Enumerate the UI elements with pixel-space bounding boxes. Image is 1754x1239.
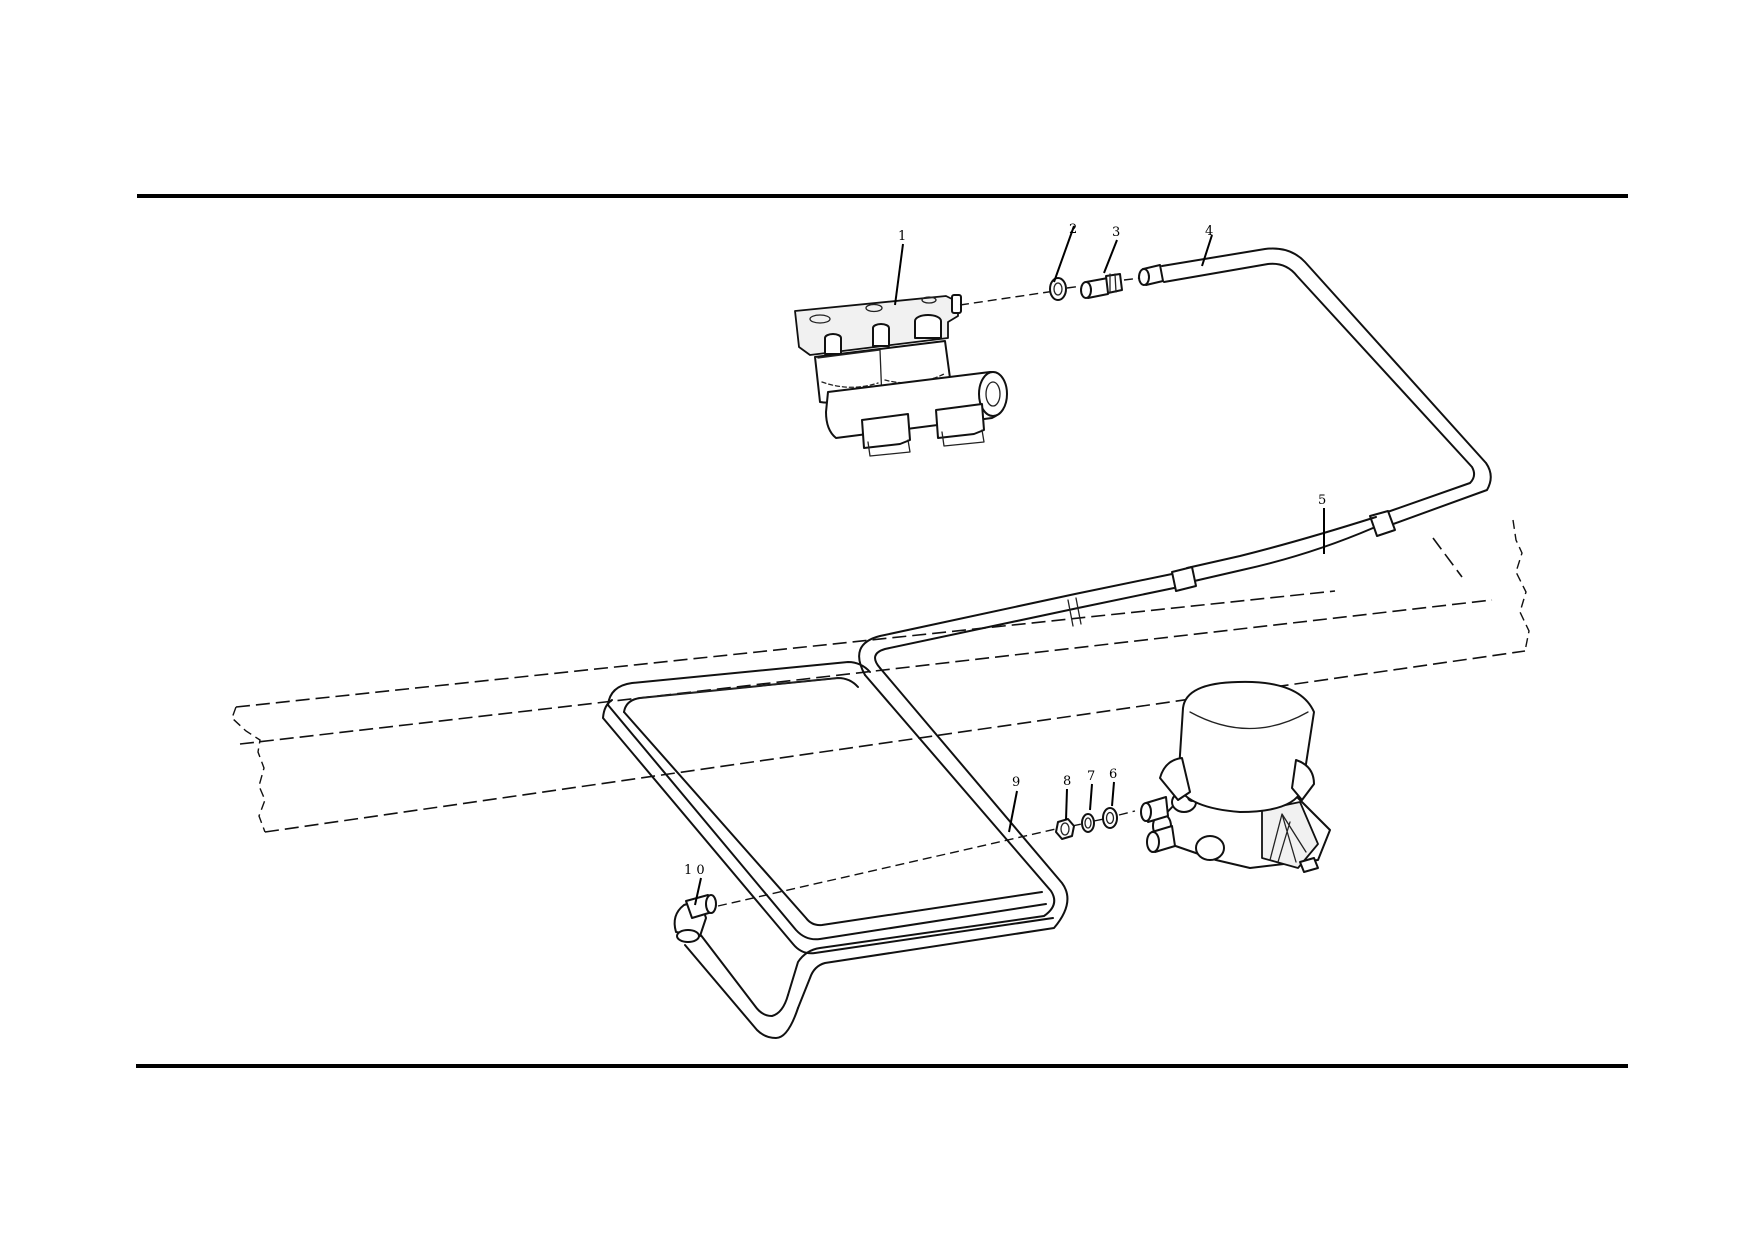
callout-1: 1 xyxy=(898,229,906,244)
part-1-valve-block xyxy=(794,294,1008,457)
part-6-washer xyxy=(1102,807,1118,829)
part-4-pipe-nut xyxy=(1138,264,1164,286)
callout-4: 4 xyxy=(1205,224,1213,239)
assembly-line-top xyxy=(959,290,1056,306)
callout-5: 5 xyxy=(1318,493,1326,508)
callout-2: 2 xyxy=(1069,222,1077,237)
part-10-elbow xyxy=(673,894,717,943)
part-7-o-ring xyxy=(1081,813,1095,833)
callout-3: 3 xyxy=(1112,225,1120,240)
callout-7: 7 xyxy=(1087,769,1095,784)
air-dryer xyxy=(1140,680,1331,873)
callout-10: 1 0 xyxy=(684,863,705,878)
part-3-union-fitting xyxy=(1080,273,1123,299)
callout-8: 8 xyxy=(1063,774,1071,789)
chassis-rail xyxy=(231,519,1530,833)
leader-lines xyxy=(694,225,1325,906)
callout-9: 9 xyxy=(1012,775,1020,790)
assembly-line-bottom xyxy=(717,828,1057,907)
callout-6: 6 xyxy=(1109,767,1117,782)
pipe-line xyxy=(602,247,1492,1039)
part-8-nut xyxy=(1055,818,1075,840)
part-2-seal-ring xyxy=(1049,277,1067,301)
